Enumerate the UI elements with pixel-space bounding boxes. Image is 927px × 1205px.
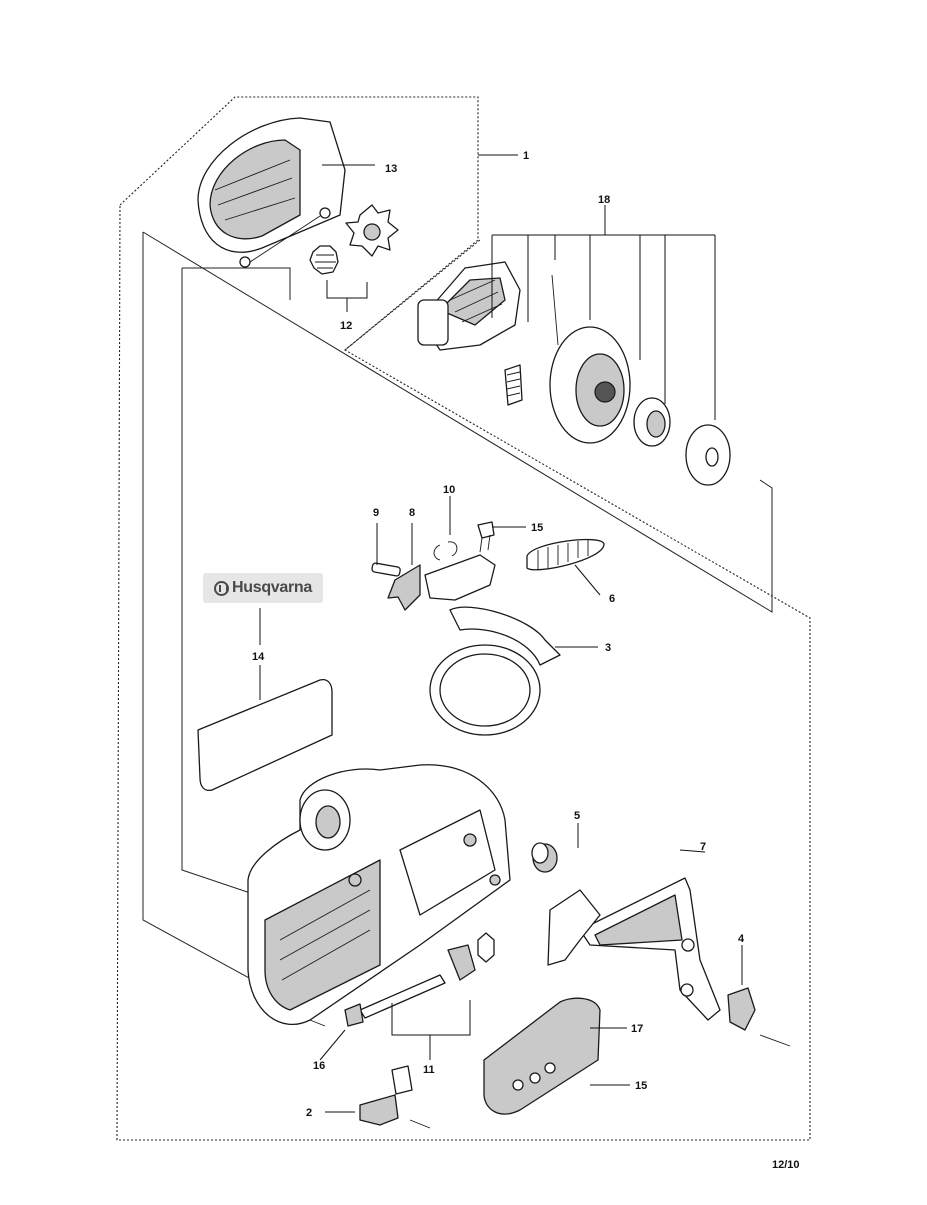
logo-text: Husqvarna [232, 579, 312, 596]
husqvarna-crown-icon [214, 580, 229, 596]
parts-brake-linkage [371, 521, 605, 611]
callout-13: 13 [385, 163, 397, 175]
callout-9: 9 [373, 507, 379, 519]
page-number: 12/10 [772, 1159, 800, 1171]
leader-lines [259, 154, 743, 1113]
callout-7: 7 [700, 841, 706, 853]
frame-cover-group [142, 231, 773, 986]
callout-4: 4 [738, 933, 745, 945]
husqvarna-logo-decal: Husqvarna [203, 573, 323, 603]
callout-1: 1 [523, 150, 529, 162]
callout-6: 6 [609, 593, 615, 605]
frame-inner-group [181, 267, 291, 904]
callout-15-top: 15 [531, 522, 543, 534]
callout-8: 8 [409, 507, 415, 519]
callout-12: 12 [340, 320, 352, 332]
part-5-bushing [531, 842, 558, 873]
part-2-catcher [359, 1065, 431, 1129]
callout-18: 18 [598, 194, 610, 206]
part-13-cover [197, 117, 346, 268]
callout-5: 5 [574, 810, 580, 822]
part-17-cover-plate [483, 997, 601, 1115]
callout-16: 16 [313, 1060, 325, 1072]
assembly-border-clutch [344, 239, 481, 351]
part-12-sprockets [309, 204, 399, 275]
callout-17: 17 [631, 1023, 643, 1035]
part-11-tensioner [359, 932, 495, 1019]
part-18-clutch [417, 261, 731, 486]
callout-11: 11 [423, 1064, 435, 1076]
callout-10: 10 [443, 484, 455, 496]
clutch-cover-body [247, 764, 511, 1026]
part-14-decal [197, 678, 333, 792]
callout-14: 14 [252, 651, 265, 663]
part-4-chain-catcher [727, 987, 791, 1047]
callout-2: 2 [306, 1107, 312, 1119]
callout-3: 3 [605, 642, 611, 654]
callout-15-bottom: 15 [635, 1080, 647, 1092]
part-16-bracket [309, 1003, 364, 1027]
part-7-chain-guard [547, 877, 721, 1021]
part-3-brake-band [429, 606, 561, 736]
